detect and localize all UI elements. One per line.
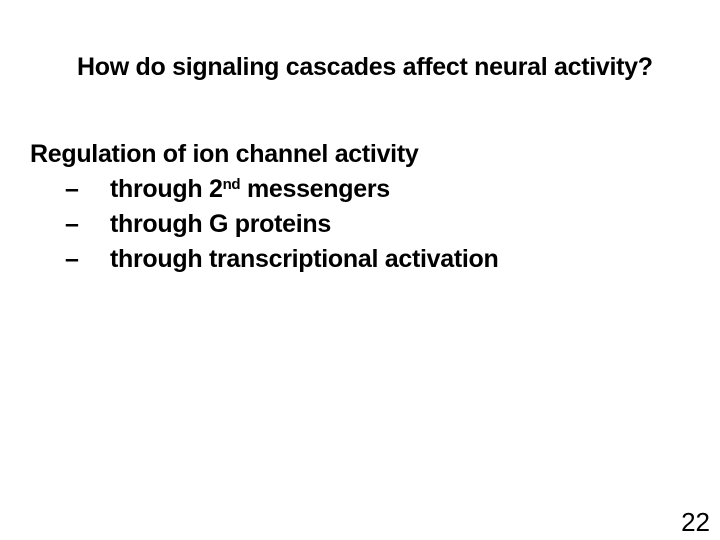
bullet-dash: –	[65, 175, 79, 203]
page-number: 22	[681, 507, 710, 537]
bullet-text-main: through 2	[110, 175, 223, 203]
bullet-item-2: – through G proteins	[65, 212, 331, 237]
body-heading: Regulation of ion channel activity	[30, 140, 419, 168]
bullet-text: through G proteins	[110, 210, 331, 238]
bullet-superscript: nd	[222, 176, 241, 193]
bullet-item-1: – through 2nd messengers	[65, 177, 390, 202]
bullet-item-3: – through transcriptional activation	[65, 245, 499, 273]
bullet-dash: –	[65, 245, 79, 273]
bullet-text-main: through G proteins	[110, 210, 331, 238]
bullet-dash: –	[65, 210, 79, 238]
bullet-text-rest: messengers	[240, 175, 390, 203]
slide-title: How do signaling cascades affect neural …	[77, 53, 653, 81]
bullet-text: through 2nd messengers	[110, 175, 390, 203]
bullet-text: through transcriptional activation	[110, 245, 499, 273]
bullet-text-main: through transcriptional activation	[110, 245, 499, 273]
